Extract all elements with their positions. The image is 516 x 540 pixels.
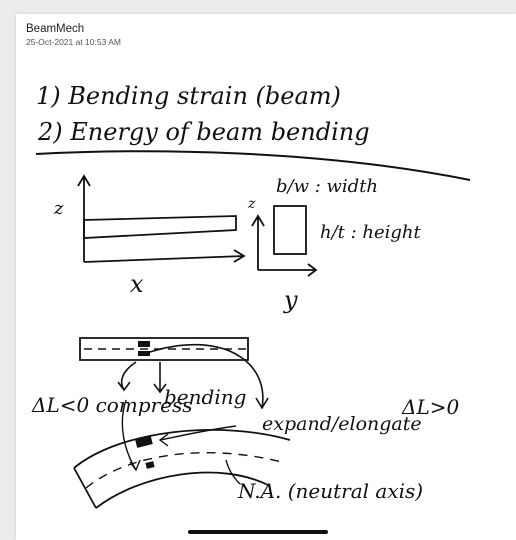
bent-beam-left-end	[74, 468, 96, 508]
width-label: b/w : width	[276, 176, 378, 197]
x-label: x	[130, 270, 144, 298]
z-label-right: z	[247, 196, 256, 212]
y-label: y	[283, 286, 298, 314]
neutral-axis-label: N.A. (neutral axis)	[237, 479, 423, 503]
top-element-straight	[138, 341, 150, 347]
x-axis-arrow	[84, 250, 244, 262]
heading-underline	[36, 151, 470, 180]
bottom-element-bent	[145, 461, 154, 469]
home-indicator[interactable]	[188, 530, 328, 534]
z-axis-right	[252, 216, 264, 270]
expand-label: expand/elongate	[262, 413, 422, 435]
to-bent-top-arrow	[160, 426, 236, 446]
beam-side-view	[84, 216, 236, 238]
height-label: h/t : height	[320, 222, 422, 243]
z-label-left: z	[53, 198, 64, 219]
heading-bending-strain: 1) Bending strain (beam)	[36, 82, 341, 110]
bottom-element-straight	[138, 351, 150, 356]
bending-label: bending	[164, 385, 246, 409]
y-axis-arrow	[258, 264, 316, 276]
cross-section-rect	[274, 206, 306, 254]
compress-arrow	[118, 362, 136, 390]
delta-positive-label: ΔL>0	[401, 395, 459, 419]
heading-energy-bending: 2) Energy of beam bending	[37, 118, 370, 146]
